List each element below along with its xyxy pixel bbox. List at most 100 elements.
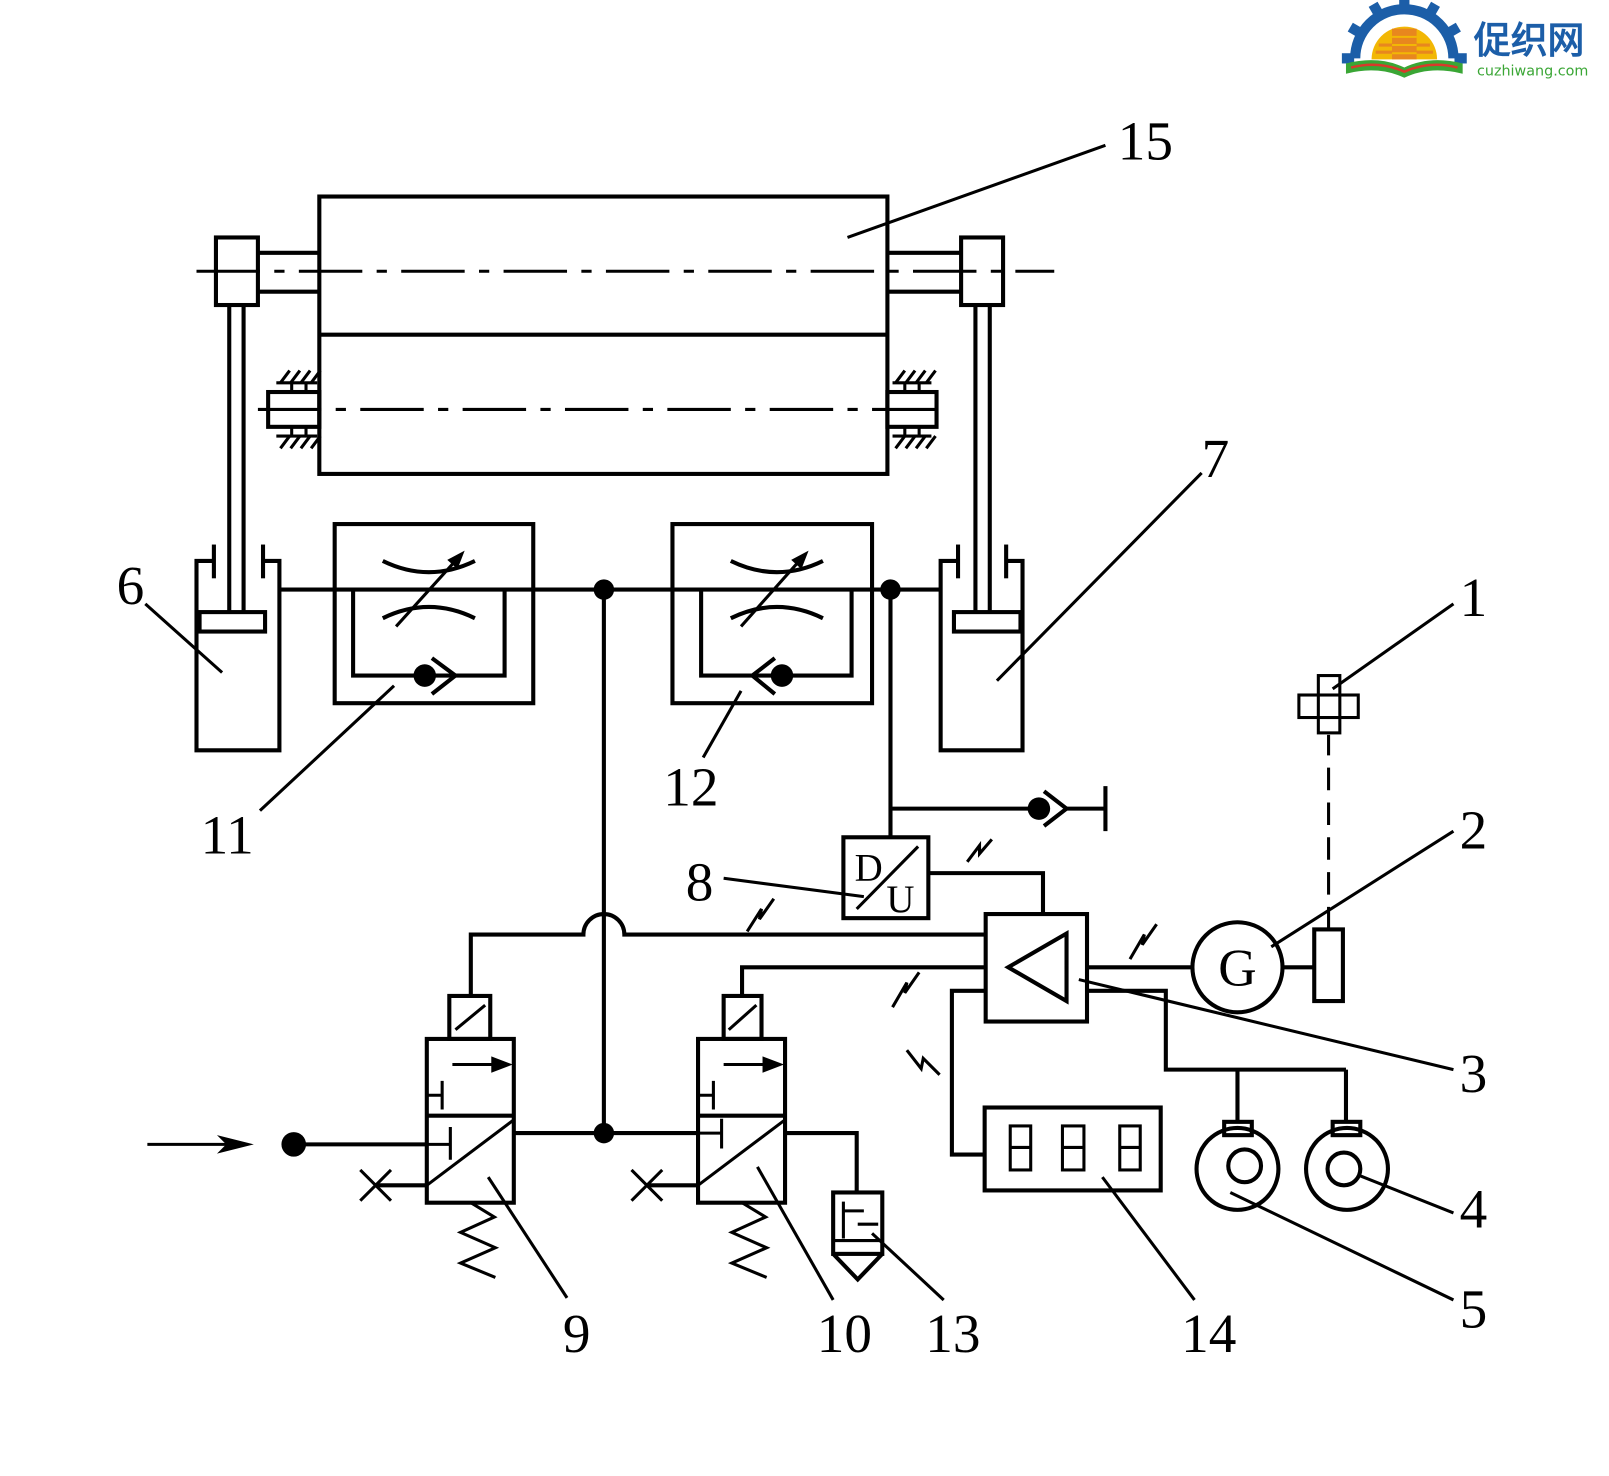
check-seat: [430, 656, 459, 696]
gear-icon-part: [1399, 0, 1410, 9]
solenoid-valve-10-part: [698, 1118, 724, 1149]
speed-sensor-1-part: [1297, 693, 1360, 720]
indicator-lamp-4-part: [1325, 1150, 1363, 1188]
digit-8-icon: [1118, 1124, 1142, 1172]
solenoid-valve-10-part: [785, 1131, 859, 1193]
muffler-13: [831, 1190, 885, 1283]
pressure-voltage-converter-8: D U: [841, 835, 931, 921]
air-supply-inlet: [147, 1132, 427, 1157]
indicator-lamp-5: [1194, 1119, 1281, 1212]
callout-leaders-part: [756, 1166, 835, 1301]
gear-icon-part: [1424, 1, 1440, 18]
callout-5: 5: [1460, 1279, 1488, 1340]
lamp-signal-line: [1087, 988, 1346, 1072]
book-icon: [1345, 60, 1463, 78]
right-fixed-bearing: [885, 369, 939, 450]
callout-leaders-part: [1331, 602, 1455, 691]
adjust-arrowhead: [791, 550, 809, 570]
callout-leaders-part: [1101, 1176, 1196, 1301]
digit-8-icon: [1008, 1124, 1033, 1172]
right-fixed-bearing-part: [894, 435, 937, 450]
sun-icon-part: [1392, 35, 1417, 55]
left-fixed-bearing-part: [266, 389, 322, 429]
muffler-13-part: [831, 1252, 884, 1283]
right-fixed-bearing-part: [903, 382, 921, 437]
tacho-generator-2: G: [1190, 920, 1345, 1015]
throttle-check-valve-11: [332, 522, 536, 706]
right-shaft-end: [887, 235, 1006, 308]
callout-leaders: [144, 143, 1455, 1302]
callout-8: 8: [686, 852, 714, 913]
valve-9-signal-line: [468, 912, 986, 996]
converter-bottom-letter: U: [886, 878, 914, 921]
logo-name: 促织网: [1473, 19, 1584, 62]
solenoid-valve-10-part: [727, 1004, 758, 1031]
indicator-lamp-5-part: [1194, 1125, 1281, 1212]
gear-icon-part: [1454, 53, 1467, 64]
callout-1: 1: [1460, 567, 1488, 628]
junction-node: [593, 579, 615, 600]
pressure-voltage-converter-8-part: [855, 845, 920, 911]
left-fixed-bearing-part: [279, 369, 322, 384]
callout-leaders-part: [144, 602, 224, 674]
logo-domain: cuzhiwang.com: [1477, 64, 1588, 80]
exhaust-x-icon: [630, 1168, 664, 1202]
solenoid-valve-10-part: [697, 1118, 786, 1187]
speed-sensor-1: [1297, 674, 1360, 735]
right-shaft-end-part: [959, 235, 1006, 308]
callout-leaders-part: [846, 143, 1106, 239]
throttle-check-valve-12-part: [699, 589, 854, 678]
book-icon-part: [1345, 60, 1463, 78]
electric-signal-icon: [1128, 923, 1158, 960]
cylinder-7: [938, 544, 1025, 753]
gear-icon: [1341, 0, 1467, 64]
solenoid-valve-9: [359, 993, 516, 1279]
check-ball: [770, 664, 794, 687]
solenoid-valve-9-part: [426, 1080, 444, 1110]
display-signal-line: [949, 988, 986, 1157]
muffler-13-part: [833, 1201, 883, 1243]
solenoid-valve-10: [630, 993, 859, 1279]
solenoid-valve-10-part: [698, 1080, 715, 1110]
throttle-check-valve-11-part: [351, 589, 507, 678]
callout-leaders-part: [701, 690, 743, 759]
gear-icon-part: [1445, 22, 1461, 38]
electric-signal-icon: [891, 971, 921, 1008]
digital-display-14-part: [982, 1105, 1163, 1193]
junction-node: [880, 579, 901, 600]
callout-leaders-part: [486, 1176, 569, 1299]
adjust-arrowhead: [447, 550, 465, 570]
roller-assembly: [196, 194, 1055, 613]
indicator-lamp-4-part: [1304, 1125, 1390, 1212]
throttle-lower-arc: [381, 604, 476, 621]
callout-6: 6: [117, 555, 145, 616]
supply-node: [281, 1132, 307, 1157]
electric-signal-icon: [966, 838, 993, 863]
left-fixed-bearing-part: [290, 382, 308, 437]
gear-icon-part: [1347, 22, 1364, 38]
left-fixed-bearing-part: [279, 435, 322, 450]
callout-leaders-part: [723, 876, 865, 899]
cylinder-6-part: [194, 558, 282, 753]
indicator-lamp-5-part: [1226, 1147, 1264, 1185]
valve-10-signal-line: [740, 965, 986, 996]
piston-7: [951, 610, 1023, 634]
adjust-arrow: [394, 560, 456, 628]
test-port-check-valve-part: [1027, 797, 1051, 820]
callout-7: 7: [1202, 428, 1230, 489]
throttle-lower-arc: [729, 604, 824, 621]
left-piston-rod: [227, 305, 246, 613]
gear-icon-part: [1341, 53, 1355, 64]
callout-leaders-part: [1078, 978, 1454, 1072]
left-shaft-end: [213, 235, 320, 308]
return-spring: [456, 1201, 500, 1279]
callout-12: 12: [663, 757, 718, 818]
throttle-upper-arc: [381, 559, 476, 575]
return-spring: [727, 1201, 771, 1279]
left-fixed-bearing: [266, 369, 322, 450]
callout-leaders-part: [1357, 1173, 1455, 1215]
converter-top-letter: D: [855, 846, 883, 889]
gear-icon-part: [1350, 4, 1459, 59]
pressure-voltage-converter-8-part: [841, 835, 931, 921]
